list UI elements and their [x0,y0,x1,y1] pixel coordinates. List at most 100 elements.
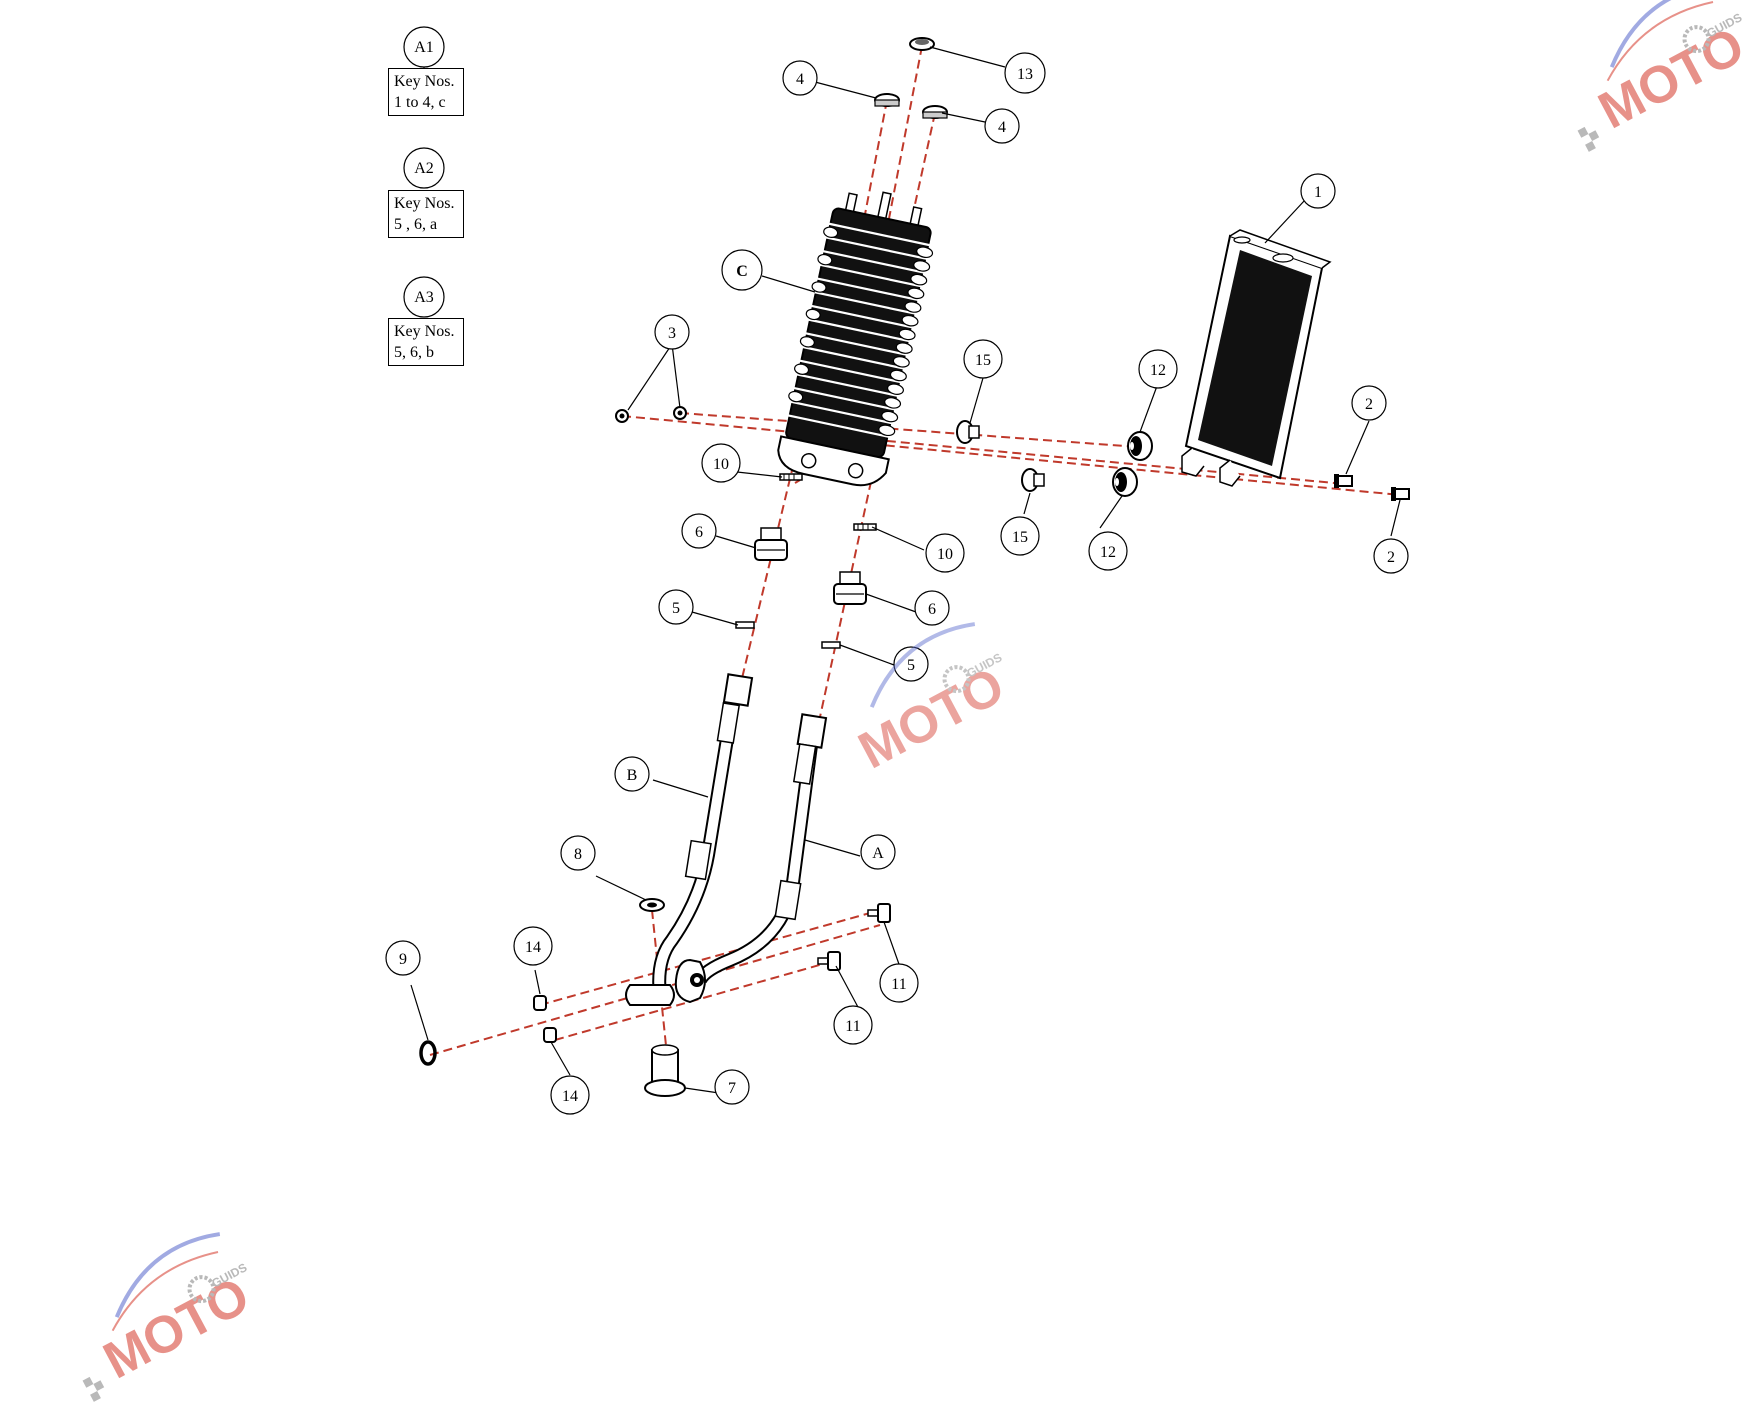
callout-12-lower: 12 [1088,531,1128,571]
part-7-union [644,1044,686,1097]
callout-5-right: 5 [893,646,929,682]
part-10-pin-right [853,523,877,531]
key-box-a3-line2: 5, 6, b [394,344,434,361]
key-box-a2-line1: Key Nos. [394,195,455,212]
key-box-a3-line1: Key Nos. [394,323,455,340]
part-4-cap-left [874,93,900,107]
part-10-pin-left [779,473,803,481]
svg-text:11: 11 [891,976,906,993]
svg-text:15: 15 [975,352,991,369]
part-hose-manifold [625,958,706,1006]
callout-5-left: 5 [658,589,694,625]
part-15-grommet-upper [956,420,980,444]
key-box-a1-line1: Key Nos. [394,73,455,90]
callout-1: 1 [1300,173,1336,209]
svg-text:5: 5 [672,600,680,617]
callout-14-lower: 14 [550,1075,590,1115]
svg-text:7: 7 [728,1080,736,1097]
callout-13: 13 [1004,52,1046,94]
callout-4-right: 4 [984,108,1020,144]
callout-11-lower: 11 [833,1005,873,1045]
part-3-nut-left [615,409,629,423]
callout-6-left: 6 [681,513,717,549]
callout-11-upper: 11 [879,963,919,1003]
watermark-text-top-right: MOTO [1589,16,1751,140]
watermark-logo-top-right: MOTO GUIDS [1577,0,1751,152]
part-c-oil-cooler [777,191,934,487]
svg-text:12: 12 [1100,544,1116,561]
part-6-union-right [833,571,867,605]
part-11-bolt-lower [817,951,841,971]
group-circle-a2: A2 [403,147,445,189]
part-5-washer-left [735,621,755,629]
part-15-grommet-lower [1021,468,1045,492]
key-box-a2-line2: 5 , 6, a [394,216,438,233]
svg-text:5: 5 [907,657,915,674]
callout-a: A [860,834,896,870]
group-label-a2: A2 [414,160,434,177]
part-13-cap [909,37,935,51]
callout-6-right: 6 [914,590,950,626]
svg-text:13: 13 [1017,66,1033,83]
part-2-screw-upper [1334,474,1353,488]
assembly-lines [429,45,1401,1066]
callout-leaders [410,46,1401,1094]
svg-text:C: C [736,263,748,280]
part-14-spacer-lower [543,1027,557,1043]
watermark-logo-bottom-left: MOTO GUIDS [82,1232,259,1402]
part-1-grille-panel [1181,229,1332,487]
callout-4-left: 4 [782,60,818,96]
part-14-spacer-upper [533,995,547,1011]
watermark-text-center: MOTO [849,656,1013,780]
group-label-a3: A3 [414,289,434,306]
key-box-a1-line2: 1 to 4, c [394,94,446,111]
svg-text:14: 14 [525,939,541,956]
svg-text:3: 3 [668,325,676,342]
key-box-a3: Key Nos. 5, 6, b [388,318,464,366]
part-b-hose [652,673,754,996]
svg-text:2: 2 [1365,396,1373,413]
callout-7: 7 [714,1069,750,1105]
callout-10-right: 10 [925,533,965,573]
callout-14-upper: 14 [513,926,553,966]
part-12-mount-upper [1127,431,1153,461]
part-a-hose [693,713,828,984]
group-label-a1: A1 [414,39,434,56]
part-3-nut-right [673,406,687,420]
callout-b: B [614,756,650,792]
group-circle-a3: A3 [403,276,445,318]
svg-text:4: 4 [998,119,1006,136]
svg-text:1: 1 [1314,184,1322,201]
svg-text:15: 15 [1012,529,1028,546]
callout-3: 3 [654,314,690,350]
part-2-screw-lower [1391,487,1410,501]
part-11-bolt-upper [867,903,891,923]
watermark-text-bottom-left: MOTO [94,1266,258,1390]
callout-9: 9 [385,940,421,976]
part-5-washer-right [821,641,841,649]
part-6-union-left [754,527,788,561]
svg-text:4: 4 [796,71,804,88]
svg-text:14: 14 [562,1088,578,1105]
callout-2-lower: 2 [1373,538,1409,574]
part-4-cap-right [922,105,948,119]
key-box-a2: Key Nos. 5 , 6, a [388,190,464,238]
part-12-mount-lower [1112,467,1138,497]
svg-text:6: 6 [695,524,703,541]
group-circle-a1: A1 [403,26,445,68]
callout-c: C [721,249,763,291]
callout-2-upper: 2 [1351,385,1387,421]
callout-15-lower: 15 [1000,516,1040,556]
svg-text:9: 9 [399,951,407,968]
key-box-a1: Key Nos. 1 to 4, c [388,68,464,116]
callout-15-upper: 15 [963,339,1003,379]
svg-text:12: 12 [1150,362,1166,379]
svg-text:A: A [872,845,884,862]
svg-text:11: 11 [845,1018,860,1035]
part-8-washer [639,898,665,912]
svg-text:6: 6 [928,601,936,618]
watermark-logo-center: MOTO GUIDS [849,622,1014,780]
svg-text:10: 10 [937,546,953,563]
